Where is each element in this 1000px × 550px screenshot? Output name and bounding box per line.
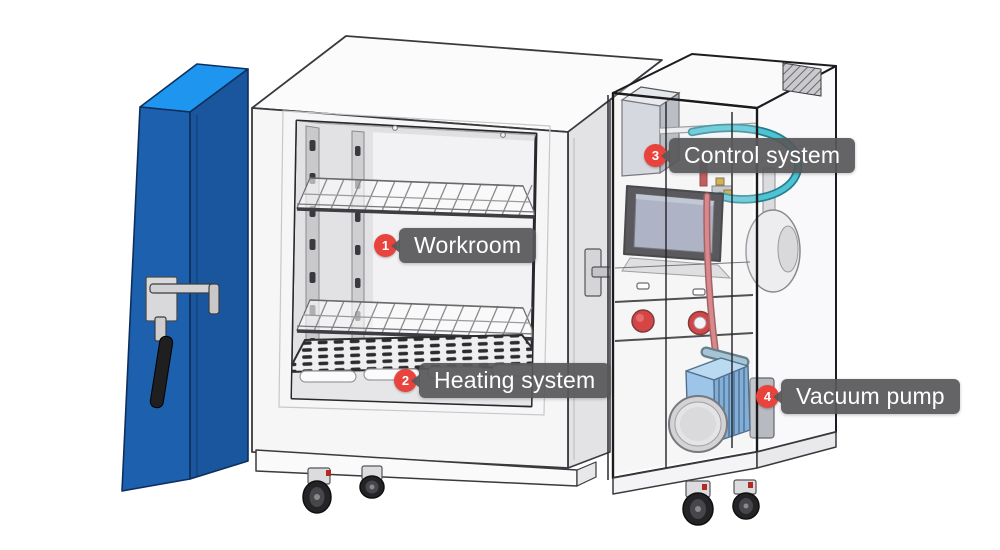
caster-wheel [732,479,760,520]
label-vacuum-pump-text: Vacuum pump [796,383,945,409]
label-heating-system-text: Heating system [434,367,596,393]
label-workroom: Workroom [399,228,537,263]
label-heating-system: Heating system [419,363,611,398]
label-control-system: Control system [669,138,856,173]
caster-wheel [682,480,714,526]
screw-icon [392,125,398,131]
label-workroom-text: Workroom [414,232,522,258]
door-handle [145,276,220,409]
door-handle-grip [149,335,174,409]
caster-wheel [359,465,385,499]
interior-top-shade [297,121,536,141]
caster-wheel [302,467,332,514]
vent-grille-icon [782,62,822,97]
casters [302,465,760,526]
wire-shelf-upper [296,177,536,219]
oven-door [121,63,249,492]
indicator-slot [692,288,706,296]
vacuum-pump [668,346,775,453]
vacuum-tank [745,209,801,293]
touchscreen [623,185,724,262]
door-front-face [189,68,249,480]
workroom-opening [290,119,538,408]
base-plinth [255,449,597,487]
indicator-slot [636,282,650,290]
door-latch [584,248,611,297]
label-control-system-text: Control system [684,142,841,168]
label-vacuum-pump: Vacuum pump [781,379,960,414]
screen-shelf [621,257,732,279]
screw-icon [500,132,506,138]
control-cabinet [607,53,837,495]
